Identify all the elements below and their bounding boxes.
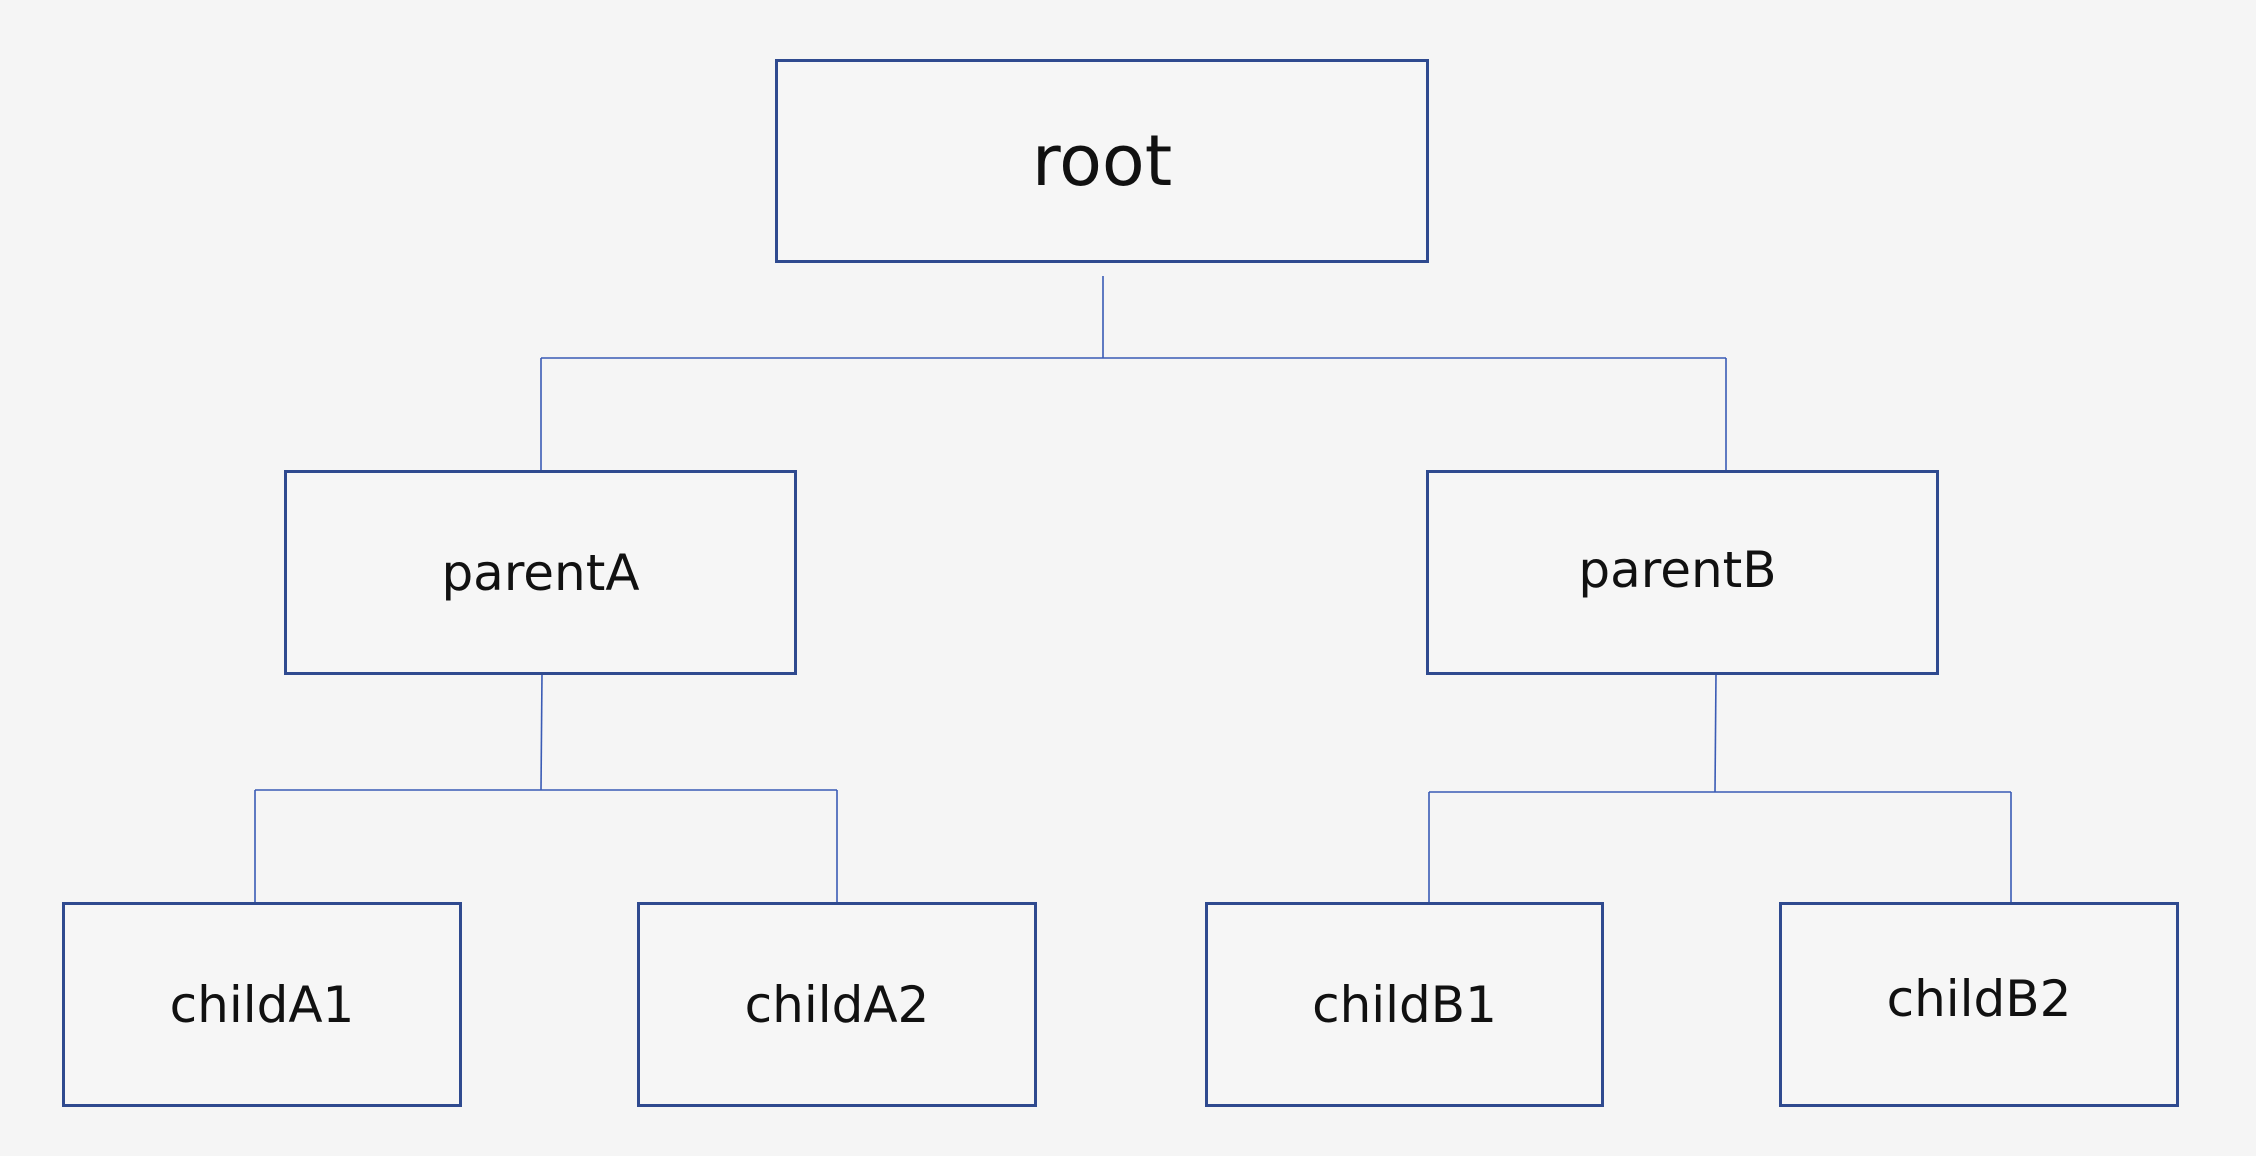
- node-childA2: childA2: [637, 902, 1037, 1107]
- node-parentB: parentB: [1426, 470, 1939, 675]
- node-root: root: [775, 59, 1429, 263]
- edge-parentA-stem: [540, 672, 543, 791]
- node-childB1: childB1: [1205, 902, 1604, 1107]
- node-parentA: parentA: [284, 470, 797, 675]
- node-childB2: childB2: [1779, 902, 2179, 1107]
- edge-parentB-stem: [1714, 672, 1717, 793]
- node-childA1: childA1: [62, 902, 462, 1107]
